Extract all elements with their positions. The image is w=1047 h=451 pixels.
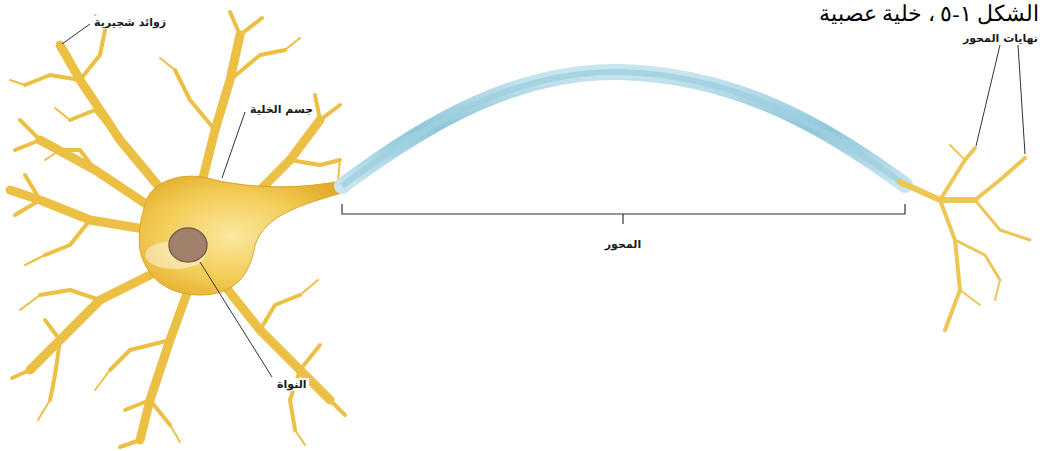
label-text: النواة (275, 378, 309, 391)
axon-core (342, 72, 905, 186)
axon-bracket (342, 204, 905, 224)
nucleus (169, 228, 207, 262)
leader-lines (62, 24, 1025, 377)
figure-title: الشكل ١-٥ ، خلية عصبية (804, 2, 1039, 25)
axon (342, 72, 905, 186)
label-text: نهايات المحور (961, 32, 1040, 45)
label-text: المحور (603, 238, 643, 251)
dendrites (10, 12, 345, 447)
cell-body (139, 176, 345, 295)
axon-terminals (900, 145, 1030, 330)
label-text: زوائد شجيرية (92, 16, 168, 29)
label-text: جسم الخلية (248, 103, 315, 116)
